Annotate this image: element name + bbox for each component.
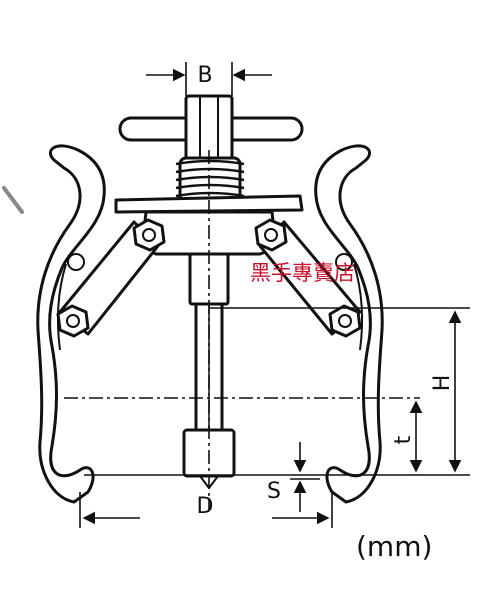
left-jaw: [36, 144, 106, 504]
label-t: t: [391, 435, 416, 444]
pivot-bolts: [56, 218, 362, 338]
units-label: (mm): [356, 530, 432, 563]
stray-mark: [2, 186, 24, 214]
label-d: D: [197, 494, 214, 519]
shop-watermark: 黑手專賣店: [250, 261, 355, 285]
threaded-screw: [175, 156, 245, 204]
label-b: B: [197, 63, 212, 88]
label-s: S: [267, 479, 281, 504]
dimension-lines: [64, 62, 470, 528]
puller-tool: [36, 94, 384, 504]
label-h: H: [430, 375, 455, 392]
